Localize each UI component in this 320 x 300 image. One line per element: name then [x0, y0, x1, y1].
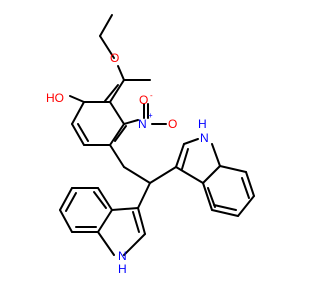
atom-labels: HO O N + O - O H N N H: [46, 51, 209, 276]
lower-indole-n-label: N: [118, 249, 127, 263]
nitro-nitrogen-charge: +: [148, 111, 153, 120]
ether-oxygen-label: O: [110, 51, 119, 65]
nitro-oxygen-side-label: O: [168, 117, 177, 131]
nitro-oxygen-charge: -: [150, 91, 153, 100]
background: [0, 0, 300, 300]
nitro-nitrogen-label: N: [138, 117, 147, 131]
substituent-bonds: [69, 65, 139, 168]
nitro-oxygen-top-label: O: [139, 93, 148, 107]
upper-indole-h-label: H: [198, 117, 207, 131]
upper-indole-n-label: N: [200, 131, 209, 145]
nitro-bonds: [143, 103, 167, 125]
central-methine-bonds: [123, 166, 177, 209]
phenol-ring: [71, 79, 151, 146]
molecule-structure-diagram: HO O N + O - O H N N H: [0, 0, 300, 300]
lower-indole: [59, 187, 146, 256]
lower-indole-h-label: H: [118, 262, 127, 276]
upper-indole: [175, 138, 255, 217]
ethyl-group: [99, 14, 115, 59]
hydroxyl-label: HO: [46, 91, 64, 105]
